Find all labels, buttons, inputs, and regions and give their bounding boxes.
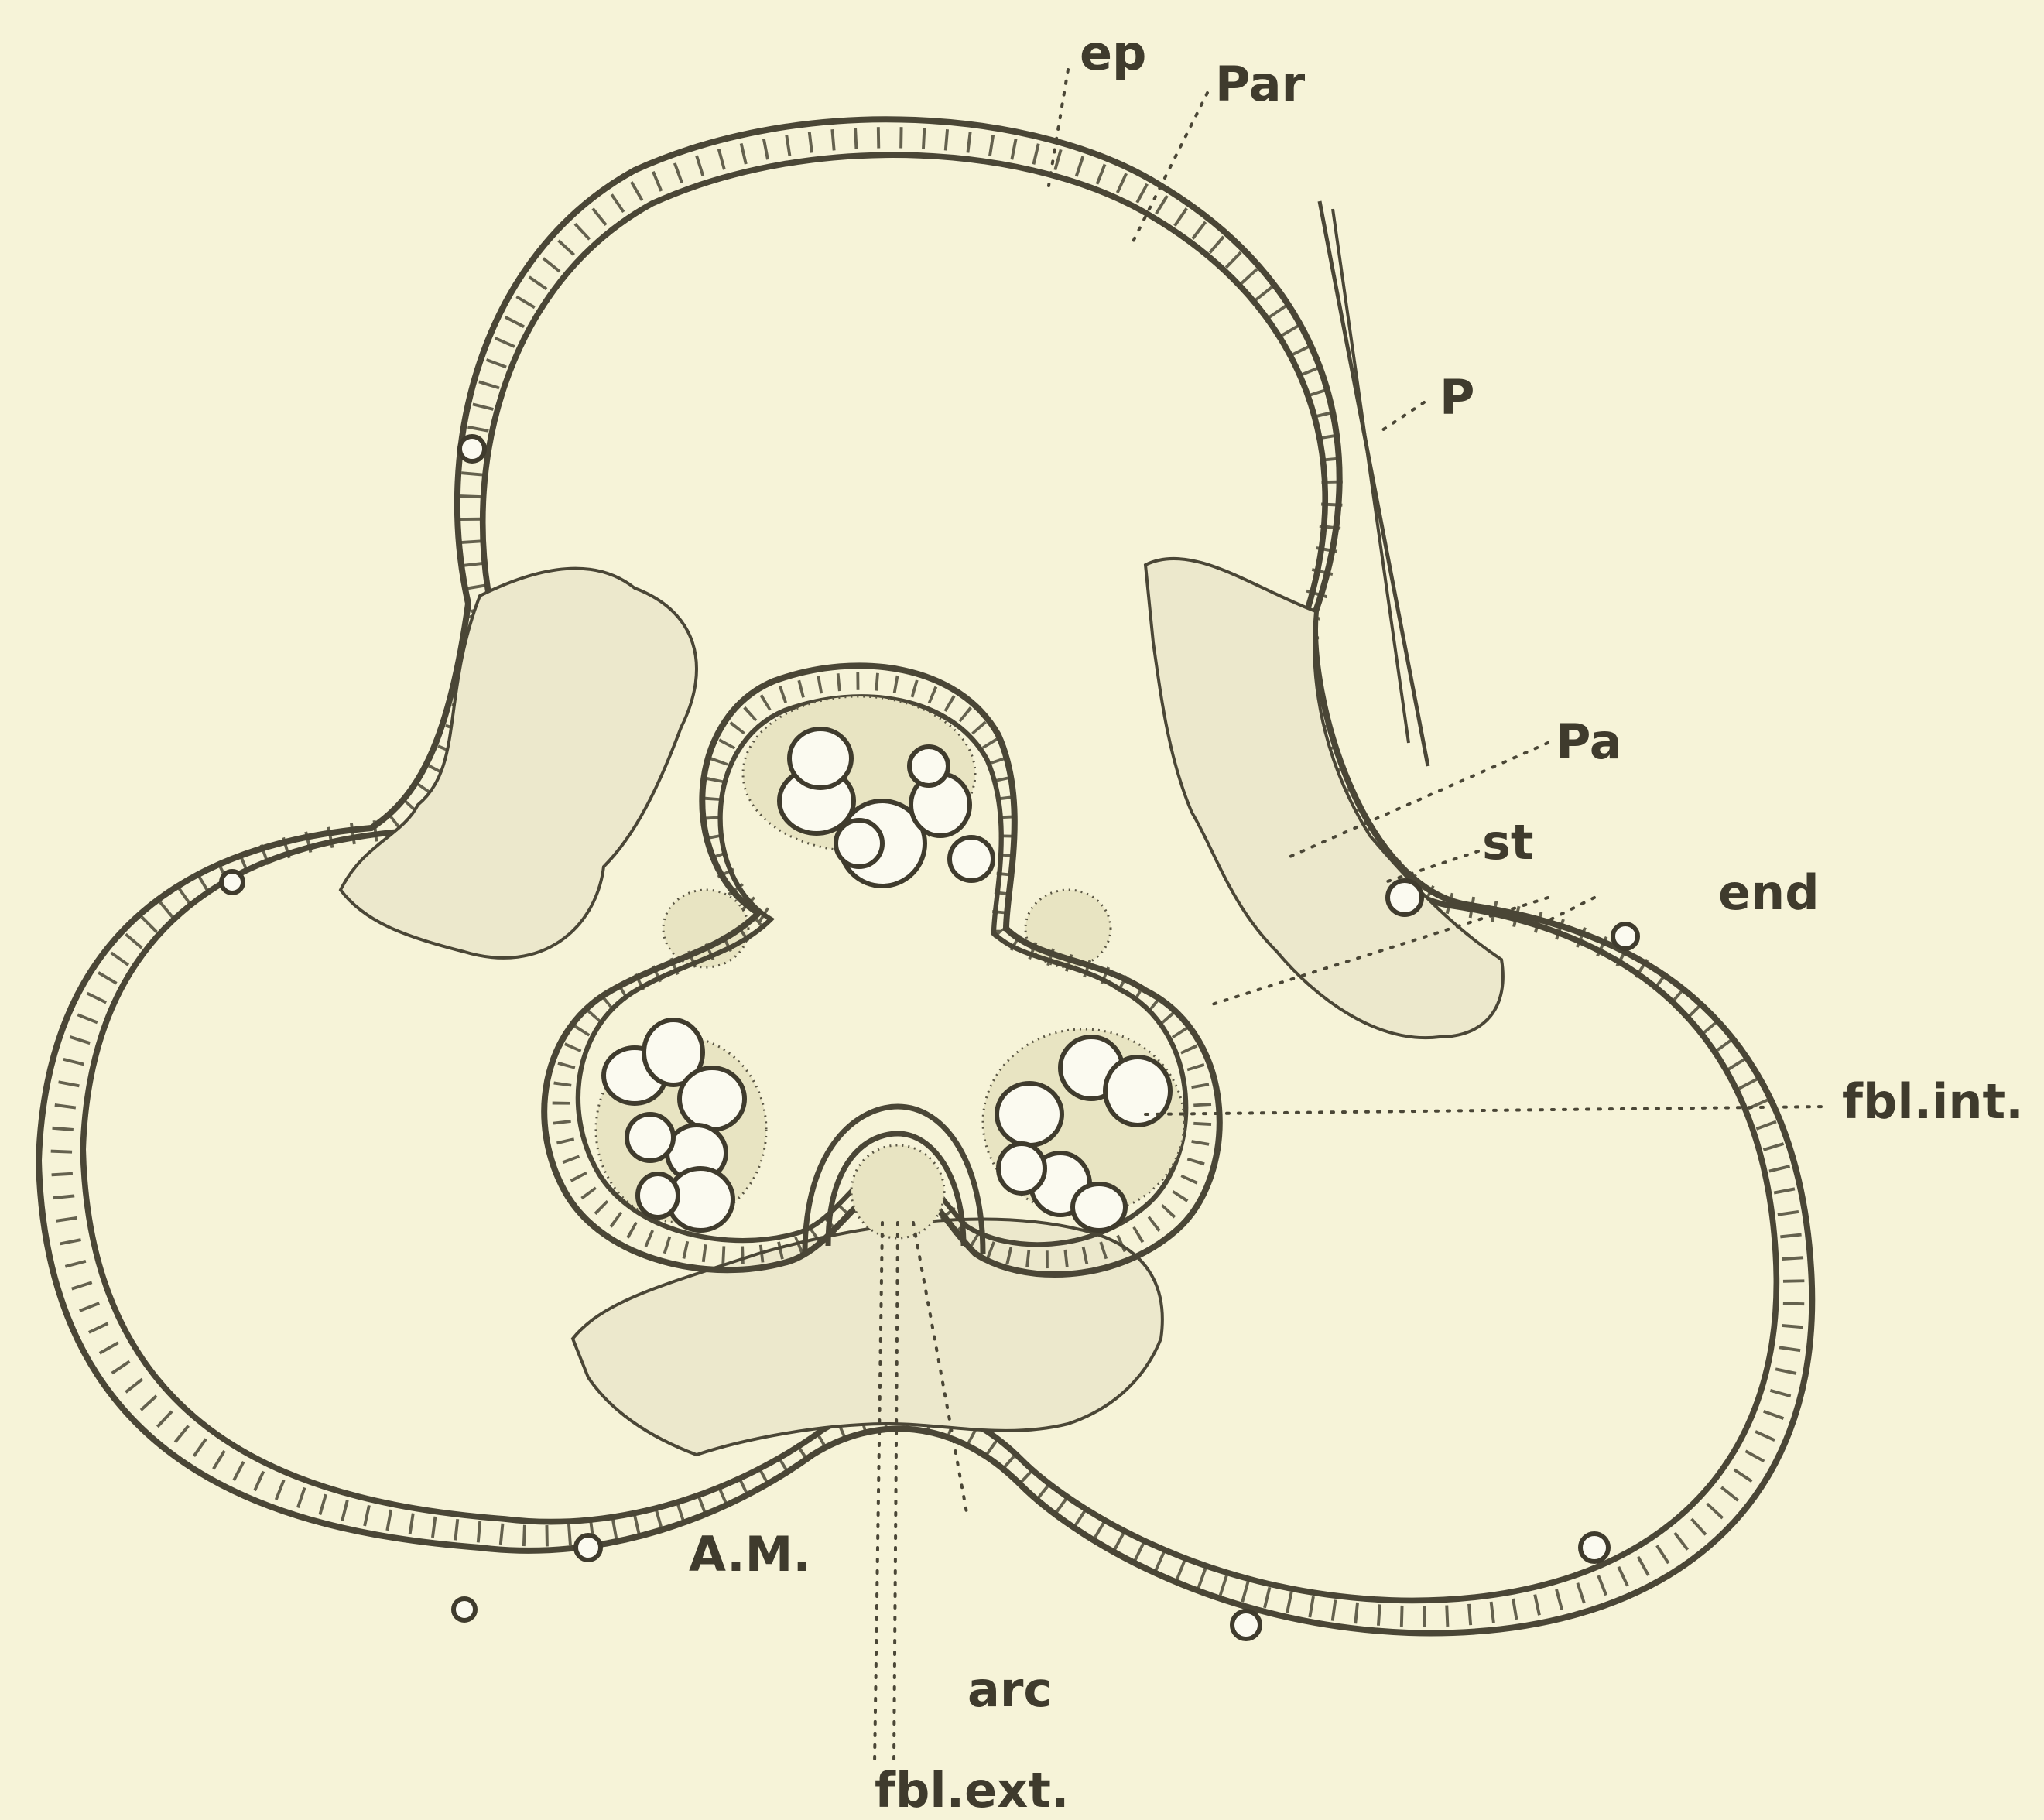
label-p: P (1440, 369, 1474, 426)
label-am: A.M. (689, 1526, 811, 1582)
tissue-right (1145, 559, 1503, 1038)
label-arc: arc (967, 1661, 1052, 1718)
label-ep: ep (1080, 25, 1146, 81)
label-par: Par (1215, 56, 1306, 112)
label-fbl-ext: fbl.ext. (875, 1762, 1069, 1818)
label-st: st (1482, 814, 1534, 871)
label-pa: Pa (1556, 713, 1622, 770)
tissue-bottom (573, 1220, 1162, 1455)
stylet-line (1320, 201, 1428, 766)
label-end: end (1718, 864, 1820, 921)
label-fbl-int: fbl.int. (1842, 1073, 2024, 1130)
tissue-left (341, 569, 697, 958)
